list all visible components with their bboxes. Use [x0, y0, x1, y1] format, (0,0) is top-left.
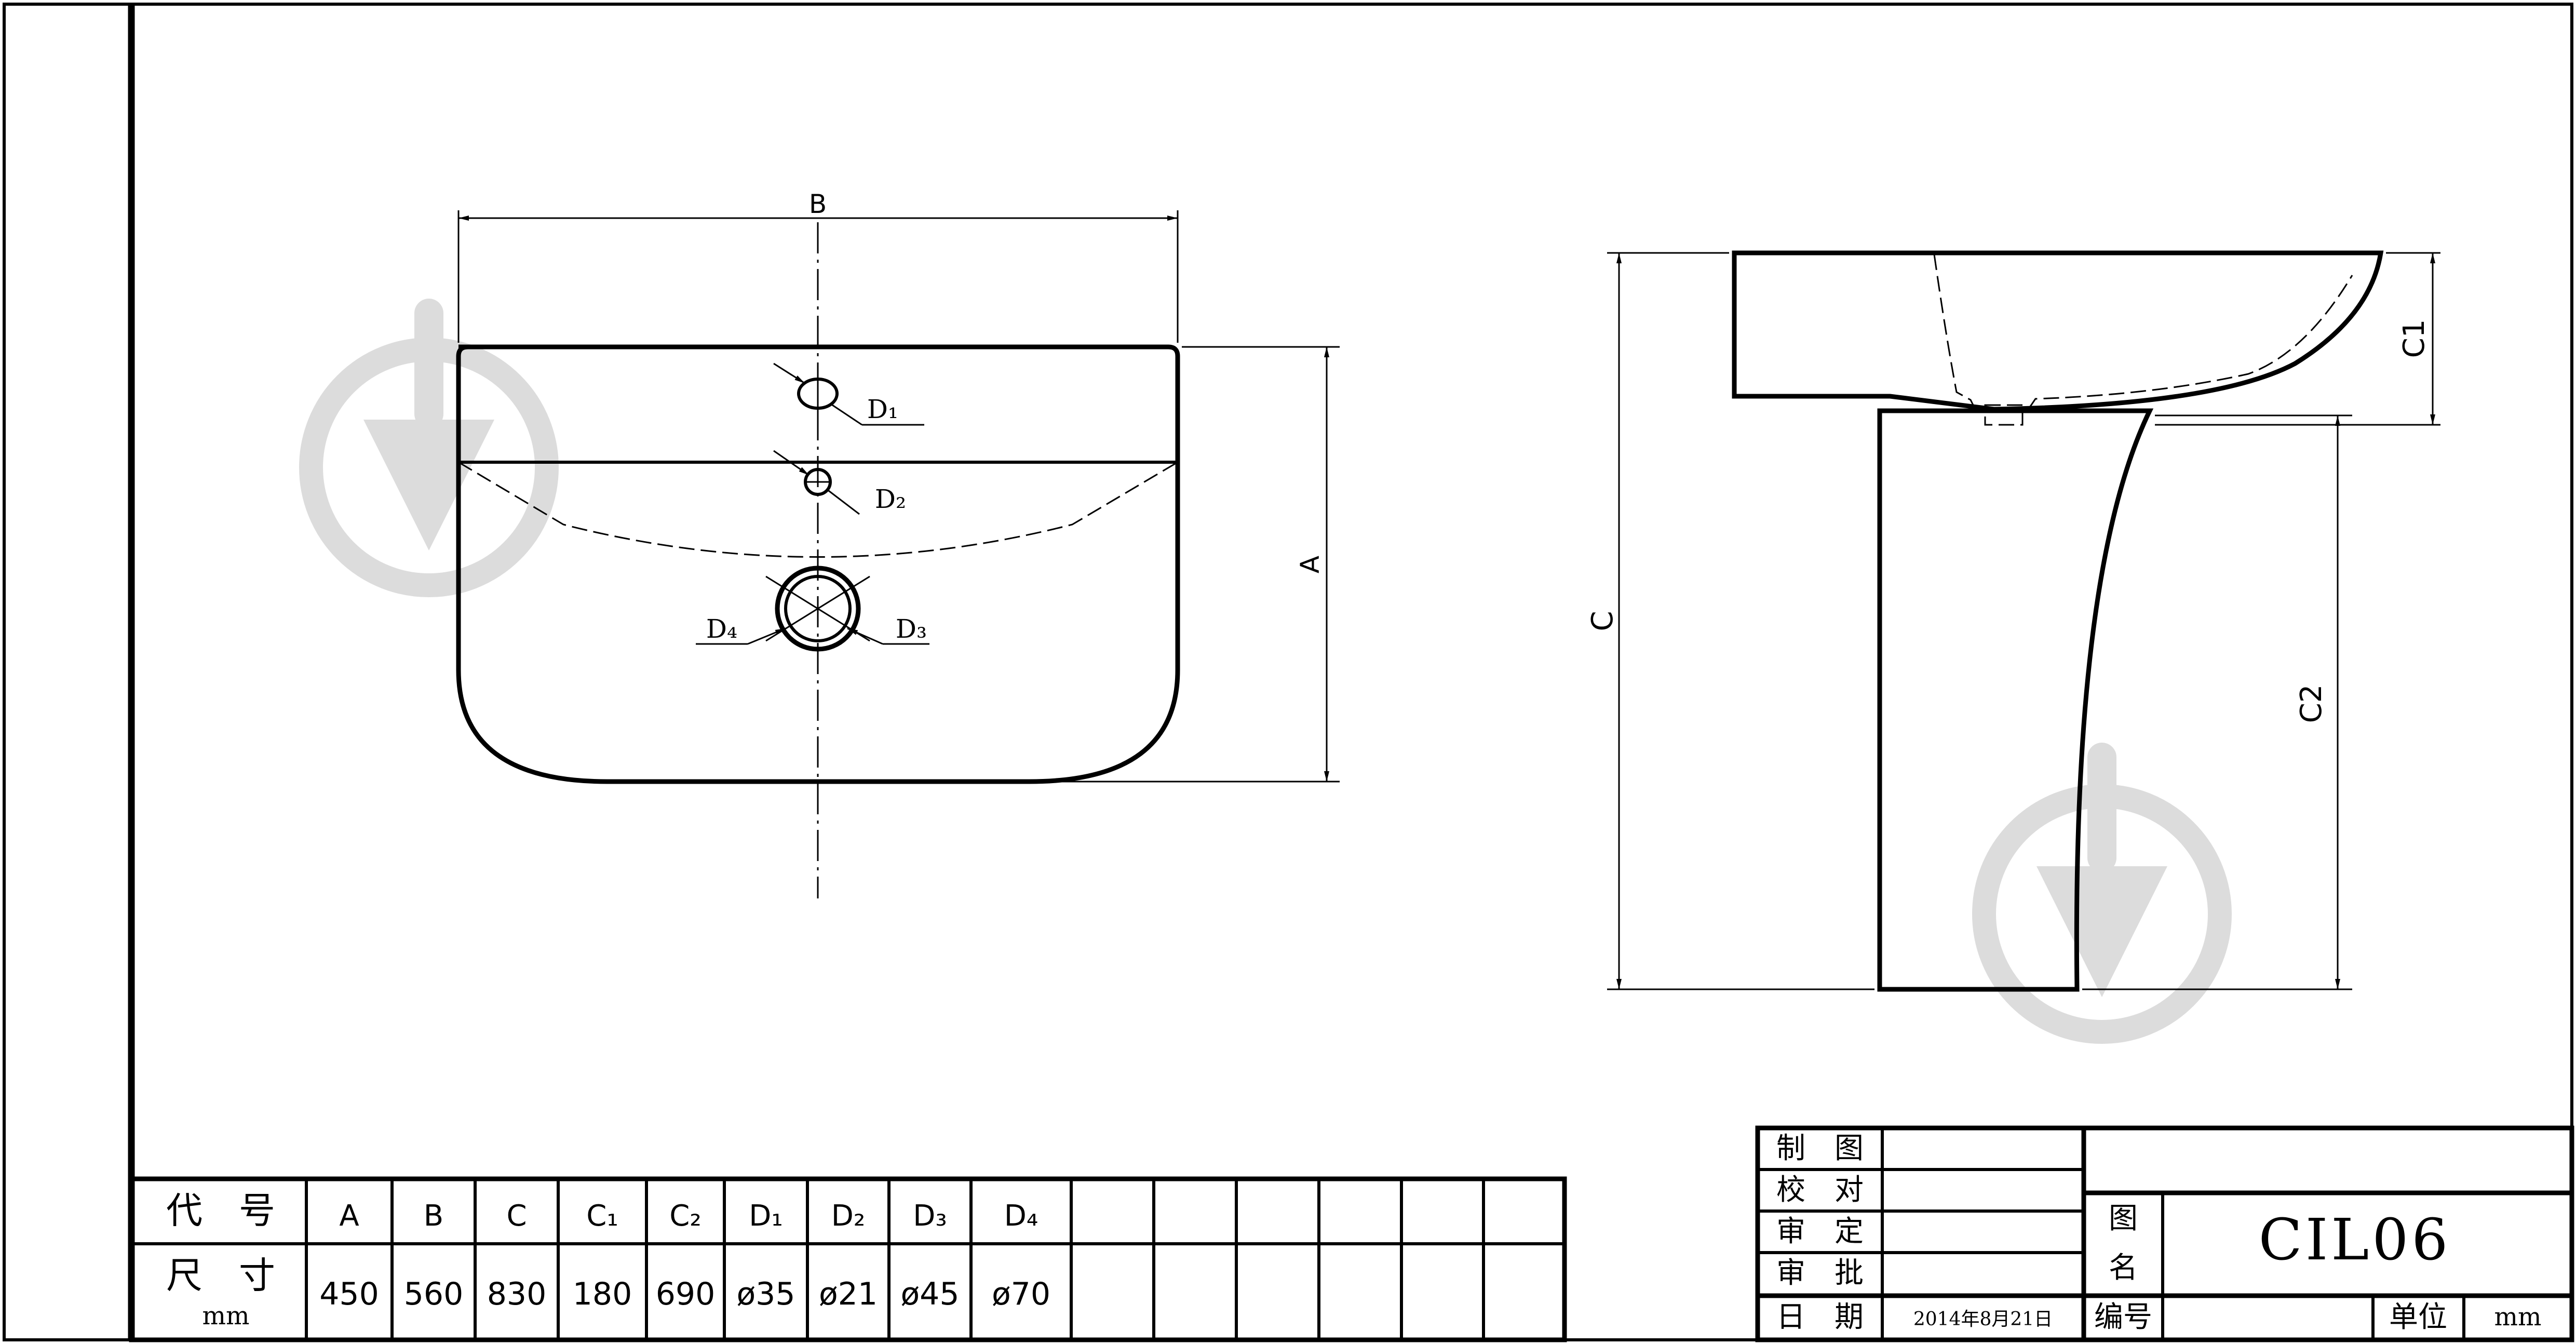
- d4-label: D₄: [706, 614, 737, 644]
- dim-b-label: B: [809, 189, 827, 219]
- dim-c2-label: C2: [2295, 684, 2328, 723]
- d1-label: D₁: [867, 394, 898, 424]
- tb-approve-label: 审 批: [1776, 1256, 1864, 1290]
- tb-unit-value: mm: [2494, 1302, 2541, 1332]
- spec-value-5: ø35: [736, 1276, 795, 1312]
- dim-a-label: A: [1295, 556, 1325, 573]
- tb-draw-label: 制 图: [1776, 1132, 1864, 1165]
- spec-code-3: C₁: [586, 1199, 618, 1233]
- tb-name-label-2: 名: [2109, 1251, 2138, 1285]
- drawing-name: CIL06: [2259, 1206, 2451, 1273]
- tb-date-label: 日 期: [1776, 1300, 1864, 1334]
- basin-front-view: [456, 210, 1340, 898]
- spec-value-3: 180: [573, 1276, 632, 1312]
- spec-code-0: A: [339, 1199, 359, 1233]
- spec-code-5: D₁: [749, 1199, 783, 1233]
- tb-check-label: 校 对: [1776, 1173, 1864, 1207]
- d2-label: D₂: [875, 484, 906, 514]
- tb-number-label: 编号: [2094, 1300, 2152, 1334]
- spec-value-7: ø45: [900, 1276, 959, 1312]
- spec-code-8: D₄: [1004, 1199, 1039, 1233]
- spec-table: [129, 1176, 1567, 1342]
- basin-side-view: [1607, 250, 2440, 992]
- dim-c-label: C: [1586, 611, 1620, 631]
- d3-label: D₃: [896, 614, 927, 644]
- download-arrow-icon: [1972, 743, 2232, 1044]
- spec-code-7: D₃: [913, 1199, 947, 1233]
- spec-row-size-label: 尺 寸: [166, 1254, 275, 1297]
- spec-code-2: C: [506, 1199, 527, 1233]
- spec-value-0: 450: [319, 1276, 379, 1312]
- spec-code-4: C₂: [669, 1199, 702, 1233]
- spec-unit-label: mm: [202, 1301, 249, 1330]
- title-block: [1755, 1125, 2574, 1342]
- tb-name-label-1: 图: [2109, 1202, 2138, 1235]
- download-arrow-icon: [299, 299, 559, 597]
- dim-c1-label: C1: [2397, 319, 2431, 358]
- spec-cells: A 450 B 560 C 830 C₁ 180 C₂ 690 D₁ ø35 D₂ ø21 D₃ ø45 D₄ ø…: [319, 1199, 1050, 1312]
- tb-unit-label: 单位: [2389, 1300, 2447, 1334]
- spec-value-6: ø21: [819, 1276, 878, 1312]
- spec-value-8: ø70: [992, 1276, 1050, 1312]
- spec-value-1: 560: [404, 1276, 464, 1312]
- spec-code-1: B: [424, 1199, 443, 1233]
- spec-row-code-label: 代 号: [166, 1189, 275, 1232]
- sheet-frame: [3, 3, 2573, 1341]
- tb-review-label: 审 定: [1776, 1215, 1864, 1248]
- spec-value-4: 690: [656, 1276, 716, 1312]
- tb-date-value: 2014年8月21日: [1913, 1309, 2053, 1330]
- spec-value-2: 830: [487, 1276, 547, 1312]
- spec-code-6: D₂: [831, 1199, 866, 1233]
